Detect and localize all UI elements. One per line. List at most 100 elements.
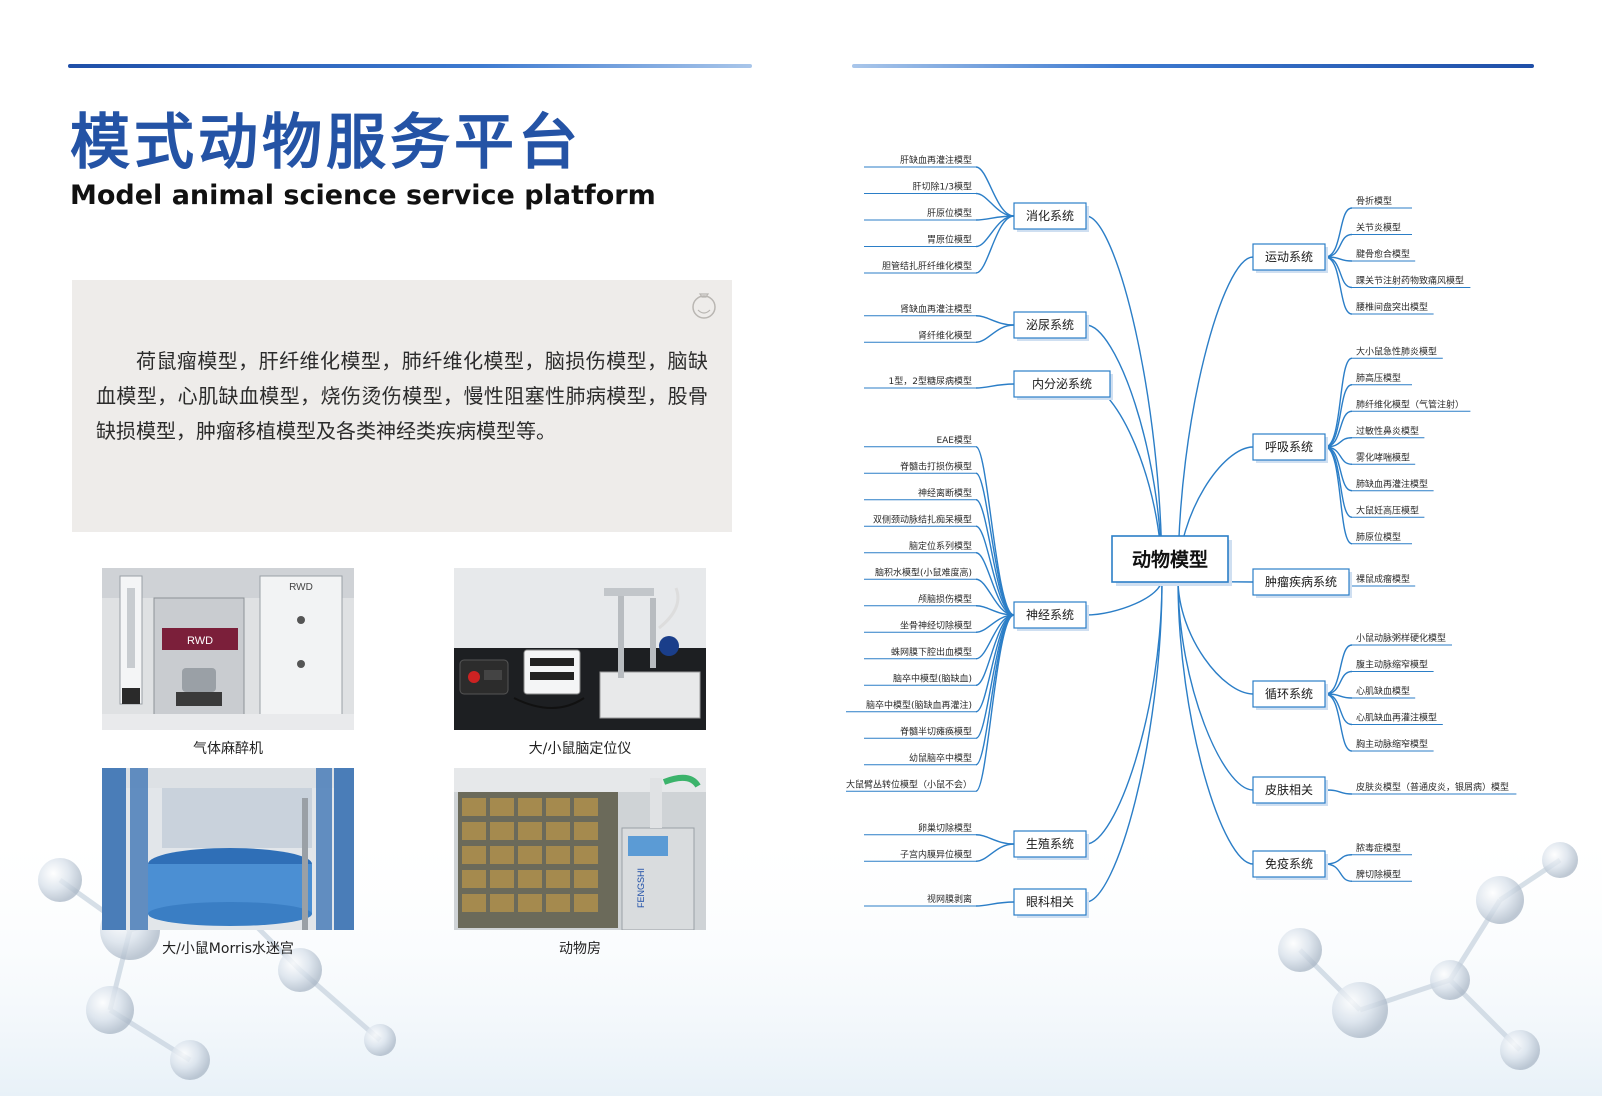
- model-item-内分泌系统-0: 1型，2型糖尿病模型: [889, 375, 972, 387]
- category-box-left-0: [1013, 202, 1087, 230]
- edge-leaf-left-4-0: [975, 834, 1015, 845]
- category-box-left-1: [1013, 311, 1087, 339]
- edge-leaf-left-0-3: [975, 215, 1015, 248]
- caption-morris-water-maze: 大/小鼠Morris水迷宫: [162, 941, 294, 957]
- model-item-消化系统-2: 肝原位模型: [927, 207, 972, 219]
- category-box-left-5: [1013, 888, 1087, 916]
- model-item-神经系统-2: 神经离断模型: [918, 487, 972, 499]
- edge-leaf-left-0-0: [975, 166, 1015, 217]
- page-title: 模式动物服务平台: [70, 108, 582, 178]
- edge-root-left-4: [1085, 578, 1163, 845]
- decorative-ring-icon: [692, 293, 716, 319]
- edge-leaf-right-0-1: [1324, 233, 1353, 258]
- edge-root-right-0: [1177, 256, 1254, 580]
- edge-leaf-right-3-3: [1324, 693, 1353, 726]
- category-皮肤相关: 皮肤相关: [1265, 782, 1313, 797]
- photo-anesthesia-machine: RWD RWD: [102, 568, 354, 730]
- model-item-呼吸系统-2: 肺纤维化模型（气管注射）: [1356, 398, 1464, 410]
- model-item-运动系统-3: 踝关节注射药物致痛风模型: [1356, 275, 1464, 287]
- model-item-呼吸系统-1: 肺高压模型: [1356, 372, 1401, 384]
- caption-stereotaxic-instrument: 大/小鼠脑定位仪: [528, 741, 632, 757]
- model-item-神经系统-0: EAE模型: [936, 435, 972, 446]
- edge-leaf-right-5-0: [1324, 854, 1353, 865]
- model-item-神经系统-4: 脑定位系列模型: [909, 540, 972, 552]
- model-item-泌尿系统-1: 肾纤维化模型: [918, 329, 972, 341]
- category-box-right-5: [1252, 850, 1326, 878]
- model-item-运动系统-0: 骨折模型: [1356, 195, 1392, 207]
- photo-stereotaxic-instrument: [454, 568, 706, 730]
- right-header-rule: [852, 64, 1534, 68]
- edge-leaf-left-2-0: [975, 383, 1015, 389]
- page-subtitle: Model animal science service platform: [70, 180, 656, 211]
- edge-root-left-1: [1085, 324, 1163, 580]
- model-item-呼吸系统-7: 肺原位模型: [1356, 531, 1401, 543]
- model-item-循环系统-3: 心肌缺血再灌注模型: [1356, 712, 1437, 724]
- category-呼吸系统: 呼吸系统: [1265, 440, 1313, 454]
- model-item-神经系统-10: 脑卒中模型(脑缺血再灌注): [866, 699, 972, 711]
- model-item-肿瘤疾病系统-0: 裸鼠成瘤模型: [1356, 573, 1410, 585]
- edge-root-right-5: [1177, 578, 1254, 865]
- edge-leaf-left-3-5: [975, 578, 1015, 616]
- category-box-left-2: [1013, 370, 1111, 398]
- category-运动系统: 运动系统: [1265, 250, 1313, 264]
- edge-root-right-3: [1177, 578, 1254, 695]
- category-box-right-0: [1252, 243, 1326, 271]
- category-循环系统: 循环系统: [1265, 687, 1313, 701]
- category-免疫系统: 免疫系统: [1265, 856, 1313, 871]
- model-item-神经系统-5: 脑积水模型(小鼠难度高): [875, 566, 972, 578]
- unit-brand-label: FENGSHI: [636, 868, 646, 908]
- edge-leaf-left-0-4: [975, 215, 1015, 274]
- category-box-right-4: [1252, 776, 1326, 804]
- edge-leaf-left-3-2: [975, 499, 1015, 616]
- edge-root-left-5: [1085, 578, 1163, 903]
- model-item-呼吸系统-0: 大小鼠急性肺炎模型: [1356, 345, 1437, 357]
- edge-root-right-4: [1177, 578, 1254, 791]
- root-node-box: [1111, 535, 1229, 583]
- category-肿瘤疾病系统: 肿瘤疾病系统: [1265, 574, 1337, 589]
- edge-leaf-left-1-1: [975, 324, 1015, 343]
- photo-morris-water-maze: [102, 768, 354, 930]
- category-内分泌系统: 内分泌系统: [1032, 377, 1092, 391]
- model-item-呼吸系统-5: 肺缺血再灌注模型: [1356, 478, 1428, 490]
- edge-leaf-left-4-1: [975, 843, 1015, 862]
- model-item-免疫系统-0: 脓毒症模型: [1356, 842, 1401, 854]
- edge-leaf-right-1-7: [1324, 446, 1353, 545]
- category-泌尿系统: 泌尿系统: [1026, 318, 1074, 332]
- category-神经系统: 神经系统: [1026, 608, 1074, 622]
- description-panel: 荷鼠瘤模型，肝纤维化模型，肺纤维化模型，脑损伤模型，脑缺血模型，心肌缺血模型，烧…: [72, 280, 732, 532]
- model-item-神经系统-8: 蛛网膜下腔出血模型: [891, 646, 972, 658]
- edge-leaf-left-3-1: [975, 472, 1015, 616]
- left-header-rule: [68, 64, 752, 68]
- edge-leaf-right-4-0: [1324, 789, 1353, 795]
- category-box-left-4: [1013, 830, 1087, 858]
- edge-leaf-left-3-4: [975, 552, 1015, 616]
- caption-anesthesia-machine: 气体麻醉机: [193, 741, 263, 757]
- panel-brand-label: RWD: [289, 582, 313, 593]
- model-item-神经系统-7: 坐骨神经切除模型: [900, 619, 972, 631]
- edge-leaf-left-3-13: [975, 614, 1015, 792]
- category-box-right-1: [1252, 433, 1326, 461]
- model-item-循环系统-2: 心肌缺血模型: [1356, 685, 1410, 697]
- model-item-皮肤相关-0: 皮肤炎模型（普通皮炎，银屑病）模型: [1356, 781, 1509, 793]
- model-item-眼科相关-0: 视网膜剥离: [927, 893, 972, 905]
- model-item-呼吸系统-3: 过敏性鼻炎模型: [1356, 425, 1419, 437]
- category-box-right-3: [1252, 680, 1326, 708]
- model-item-免疫系统-1: 脾切除模型: [1356, 868, 1401, 880]
- model-item-消化系统-0: 肝缺血再灌注模型: [900, 154, 972, 166]
- model-item-泌尿系统-0: 肾缺血再灌注模型: [900, 303, 972, 315]
- category-眼科相关: 眼科相关: [1026, 895, 1074, 909]
- model-item-生殖系统-0: 卵巢切除模型: [918, 822, 972, 834]
- model-item-神经系统-1: 脊髓击打损伤模型: [900, 460, 972, 472]
- model-item-神经系统-12: 幼鼠脑卒中模型: [909, 752, 972, 764]
- root-node-label: 动物模型: [1132, 548, 1208, 571]
- model-item-呼吸系统-4: 雾化哮喘模型: [1356, 451, 1410, 463]
- model-item-神经系统-6: 颅脑损伤模型: [918, 593, 972, 605]
- category-box-left-3: [1013, 601, 1087, 629]
- model-item-生殖系统-1: 子宫内膜异位模型: [900, 848, 972, 860]
- model-item-神经系统-11: 脊髓半切瘫痪模型: [900, 725, 972, 737]
- caption-animal-room: 动物房: [559, 941, 601, 957]
- model-item-呼吸系统-6: 大鼠妊高压模型: [1356, 504, 1419, 516]
- edge-leaf-right-3-1: [1324, 670, 1353, 695]
- edge-root-left-0: [1085, 215, 1163, 580]
